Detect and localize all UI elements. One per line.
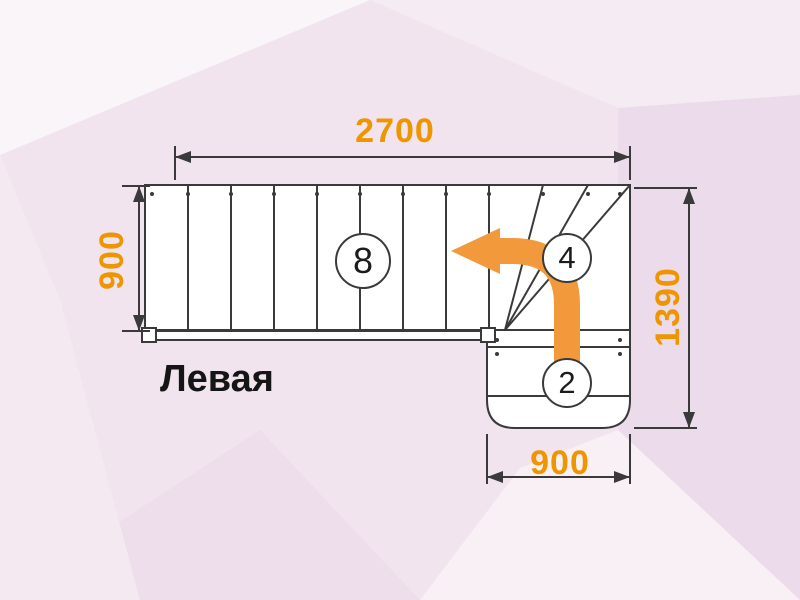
newel-post-right [480,327,496,343]
dimension-left-lines [122,185,150,332]
handrail [141,327,496,343]
dimension-right-lines [634,187,697,429]
lower-flight-step-count: 2 [558,365,576,400]
dimension-top-label: 2700 [355,112,435,150]
dimension-bottom-lines [486,434,631,484]
straight-flight-count-circle [335,233,391,289]
dimension-top-lines [174,146,631,180]
dimension-left-label: 900 [93,230,131,290]
fastener-dots [150,192,622,356]
step-count-circles [335,233,592,408]
dimension-right-label: 1390 [649,267,687,347]
winder-count-circle [542,233,592,283]
dimension-bottom-label: 900 [530,444,590,482]
dimension-lines [122,146,697,484]
staircase-name-label: Левая [160,358,274,400]
winder-step-count: 4 [558,240,576,275]
straight-flight-step-count: 8 [352,240,374,281]
arrowhead [451,228,500,274]
lower-flight-count-circle [542,358,592,408]
